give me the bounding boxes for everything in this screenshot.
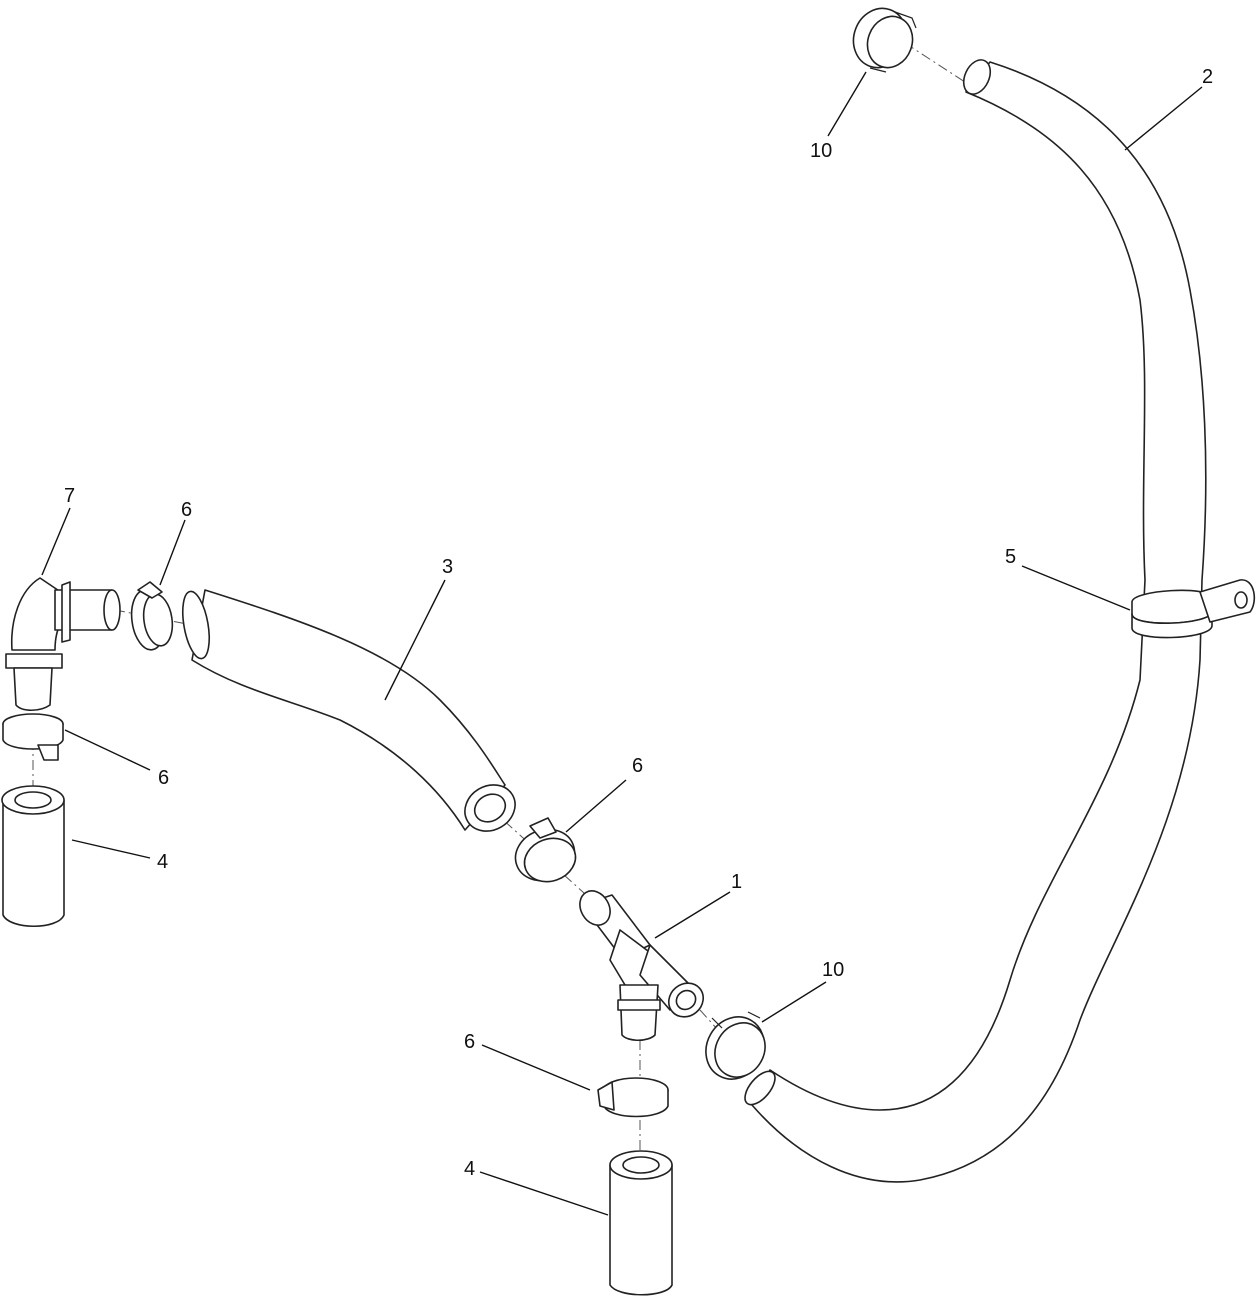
- hose-clamp-part-6-left: [2, 713, 64, 761]
- leader-4-bottom: [479, 1171, 609, 1216]
- leader-5: [1021, 565, 1131, 611]
- leader-10-top: [827, 71, 867, 137]
- leader-1: [654, 891, 731, 939]
- assembly-centerlines: [32, 42, 969, 1155]
- callout-4-bottom: 4: [464, 1158, 475, 1180]
- callout-6-bottom: 6: [464, 1031, 475, 1053]
- leader-6-upper: [159, 519, 186, 586]
- leader-6-bottom: [481, 1044, 591, 1091]
- callout-labels: 2 10 5 7 6 3 6 4 6 1 10 6 4: [64, 66, 1213, 1180]
- clamp-part-5: [1131, 579, 1256, 639]
- callout-6-upper: 6: [181, 499, 192, 521]
- hose-part-2: [744, 59, 1207, 1183]
- leader-2: [1124, 86, 1203, 151]
- callout-1: 1: [731, 871, 742, 893]
- callout-3: 3: [442, 556, 453, 578]
- tube-part-4-bottom: [609, 1150, 673, 1296]
- callout-4-left: 4: [157, 851, 168, 873]
- callout-6-left: 6: [158, 767, 169, 789]
- elbow-fitting-part-7: [5, 577, 121, 712]
- hose-clamp-part-10-bottom: [705, 1011, 766, 1080]
- leader-10-bottom: [761, 981, 827, 1023]
- callout-6-middle: 6: [632, 755, 643, 777]
- leader-6-left: [64, 729, 151, 771]
- leader-6-middle: [565, 779, 627, 833]
- callout-5: 5: [1005, 546, 1016, 568]
- leader-3: [384, 579, 446, 701]
- callout-7: 7: [64, 485, 75, 507]
- hose-part-3: [181, 589, 516, 832]
- hose-clamp-part-6-upper: [130, 581, 174, 651]
- callout-2: 2: [1202, 66, 1213, 88]
- callout-10-top: 10: [810, 140, 832, 162]
- hose-clamp-part-6-middle: [514, 817, 577, 883]
- tee-fitting-part-1: [579, 890, 705, 1042]
- hose-clamp-part-10-top: [852, 7, 917, 73]
- callout-10-bottom: 10: [822, 959, 844, 981]
- leader-4-left: [71, 839, 151, 859]
- tube-part-4-left: [1, 785, 65, 927]
- leader-7: [41, 507, 71, 576]
- leader-lines: [41, 71, 1203, 1216]
- hose-clamp-part-6-bottom: [597, 1077, 669, 1118]
